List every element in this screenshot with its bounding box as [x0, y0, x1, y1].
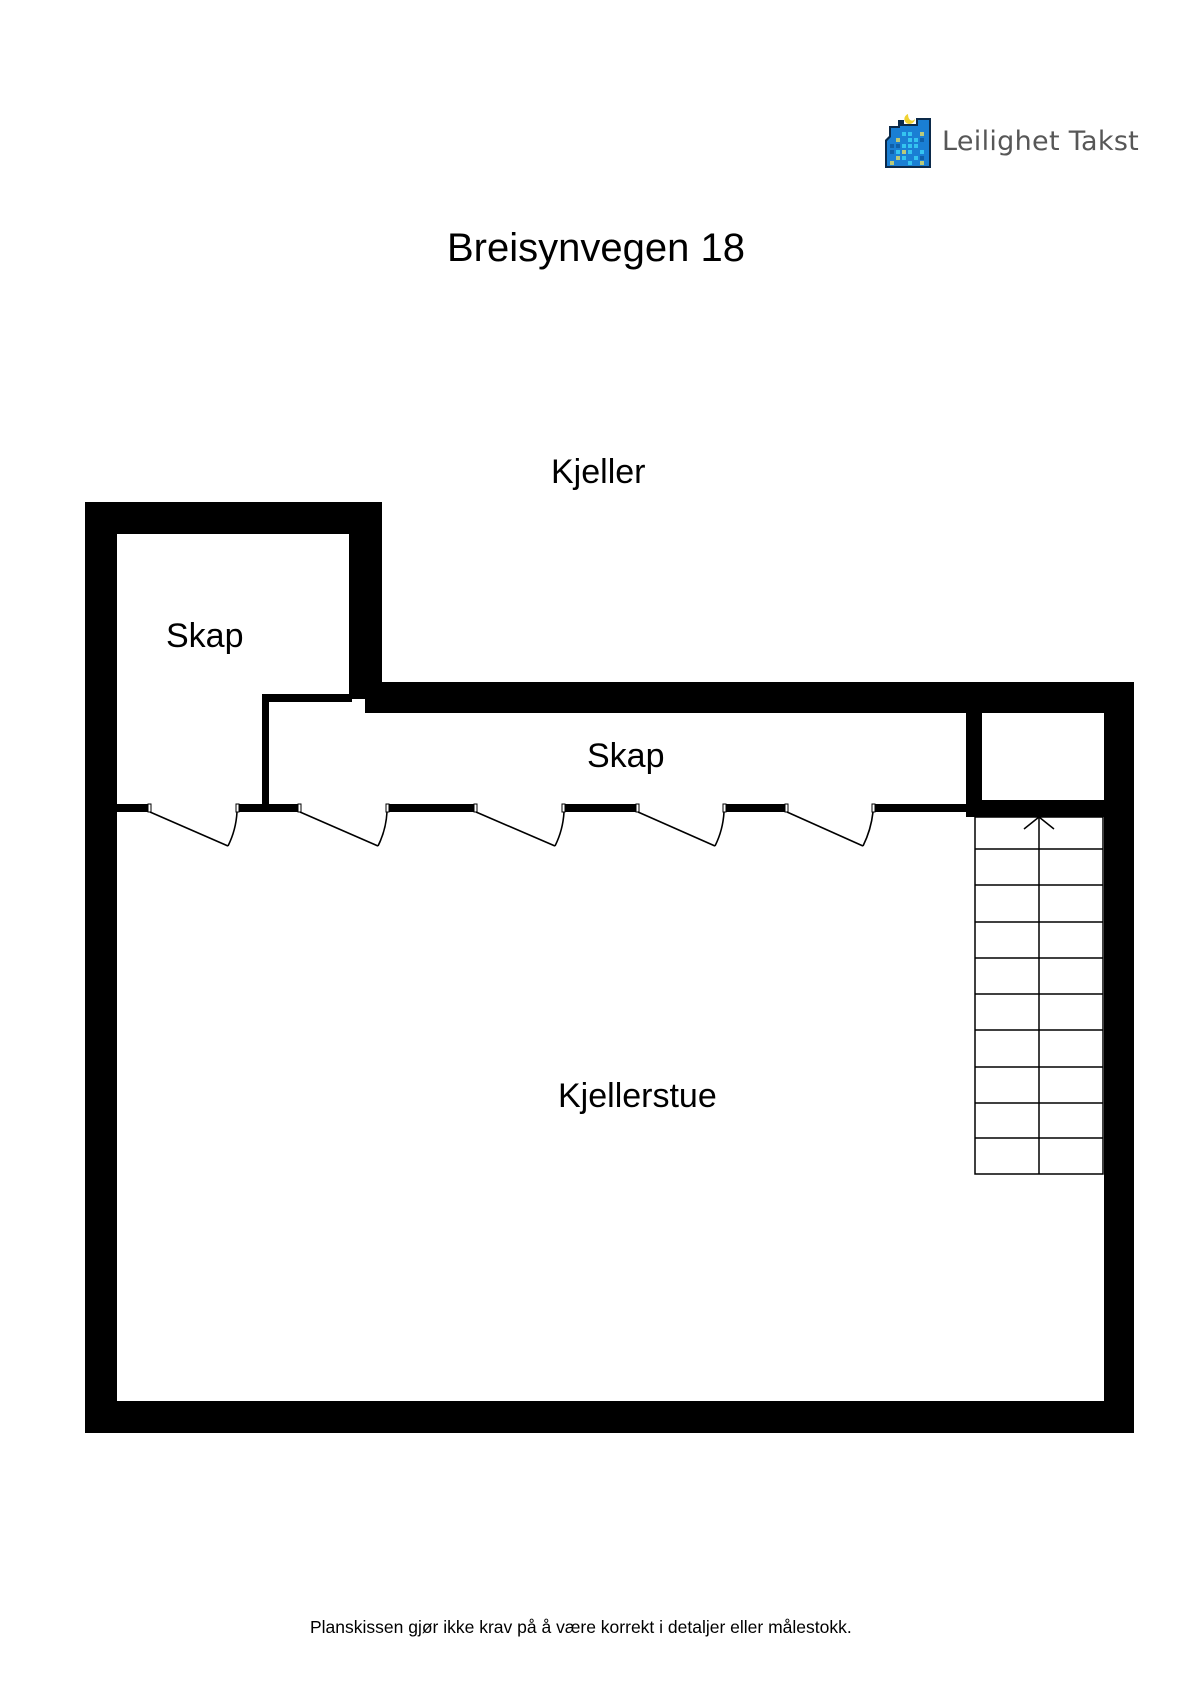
- logo-text: Leilighet Takst: [942, 126, 1140, 157]
- door-3: [475, 811, 565, 847]
- room-label-skap-2: Skap: [587, 737, 665, 775]
- stair-up-arrow-icon: [1023, 816, 1055, 830]
- staircase: [974, 816, 1104, 1175]
- closet-front-wall: [117, 804, 966, 812]
- exterior-walls: [85, 502, 1134, 1433]
- door-1: [149, 811, 238, 847]
- company-logo: Leilighet Takst: [882, 114, 1152, 172]
- page-title: Breisynvegen 18: [447, 226, 745, 270]
- corner-box-wall-left: [966, 713, 982, 817]
- disclaimer-text: Planskissen gjør ikke krav på å være kor…: [310, 1617, 852, 1637]
- corner-box-wall-bottom: [966, 800, 1104, 817]
- floor-name: Kjeller: [551, 453, 646, 491]
- door-4: [637, 811, 725, 847]
- closet-partition-top: [262, 694, 352, 702]
- room-label-skap-1: Skap: [166, 617, 244, 655]
- door-5: [786, 811, 874, 847]
- door-2: [299, 811, 388, 847]
- closet-partition-side: [262, 694, 269, 812]
- room-label-kjellerstue: Kjellerstue: [558, 1077, 717, 1115]
- building-logo-icon: [885, 114, 931, 168]
